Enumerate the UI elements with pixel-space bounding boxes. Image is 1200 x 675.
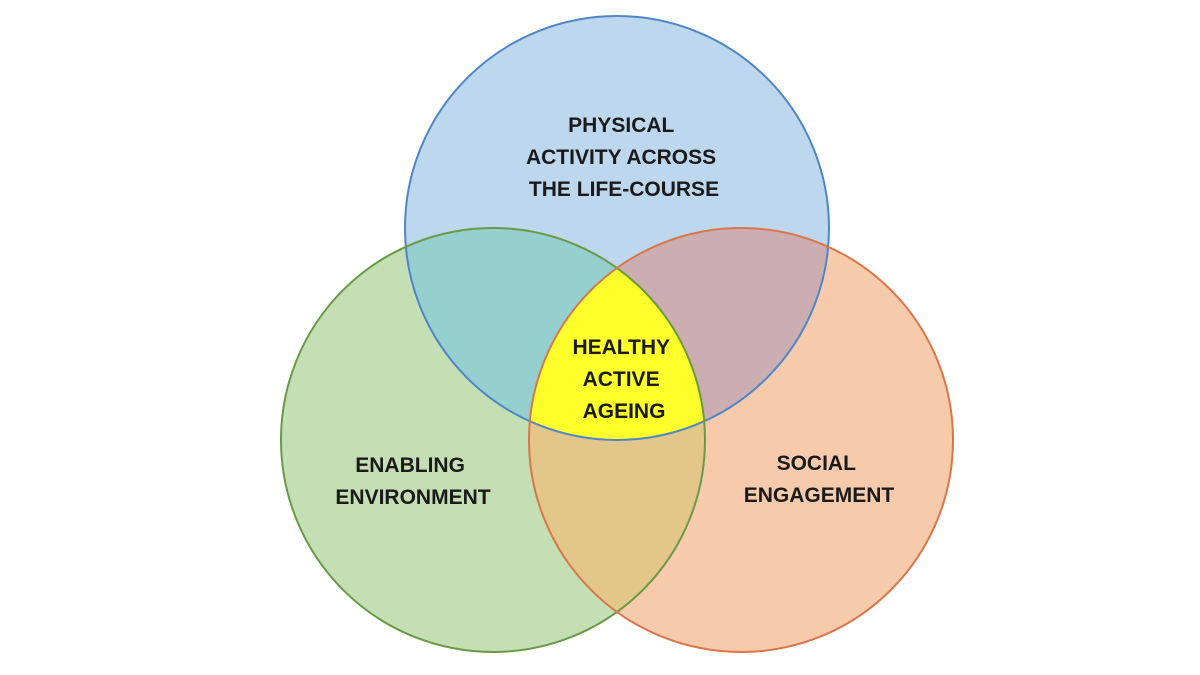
outline-enabling-environment <box>280 227 706 653</box>
label-social-line-2: ENGAGEMENT <box>744 484 895 507</box>
label-center-line-3: AGEING <box>583 400 666 423</box>
label-environment-line-1: ENABLING <box>355 454 465 477</box>
label-social-line-1: SOCIAL <box>777 452 857 475</box>
outline-physical-activity <box>404 15 830 441</box>
outline-social-engagement <box>528 227 954 653</box>
label-physical-line-2: ACTIVITY ACROSS <box>526 146 716 169</box>
label-environment-line-2: ENVIRONMENT <box>335 486 490 509</box>
label-physical-line-1: PHYSICAL <box>568 114 674 137</box>
label-healthy-active-ageing: HEALTHY ACTIVE AGEING <box>572 336 675 423</box>
label-center-line-2: ACTIVE <box>583 368 660 391</box>
label-center-line-1: HEALTHY <box>572 336 670 359</box>
label-social-engagement: SOCIAL ENGAGEMENT <box>744 452 895 507</box>
label-physical-activity: PHYSICAL ACTIVITY ACROSS THE LIFE-COURSE <box>526 114 722 201</box>
label-enabling-environment: ENABLING ENVIRONMENT <box>335 454 490 509</box>
label-physical-line-3: THE LIFE-COURSE <box>529 178 719 201</box>
center-healthy-active-ageing <box>529 228 705 440</box>
